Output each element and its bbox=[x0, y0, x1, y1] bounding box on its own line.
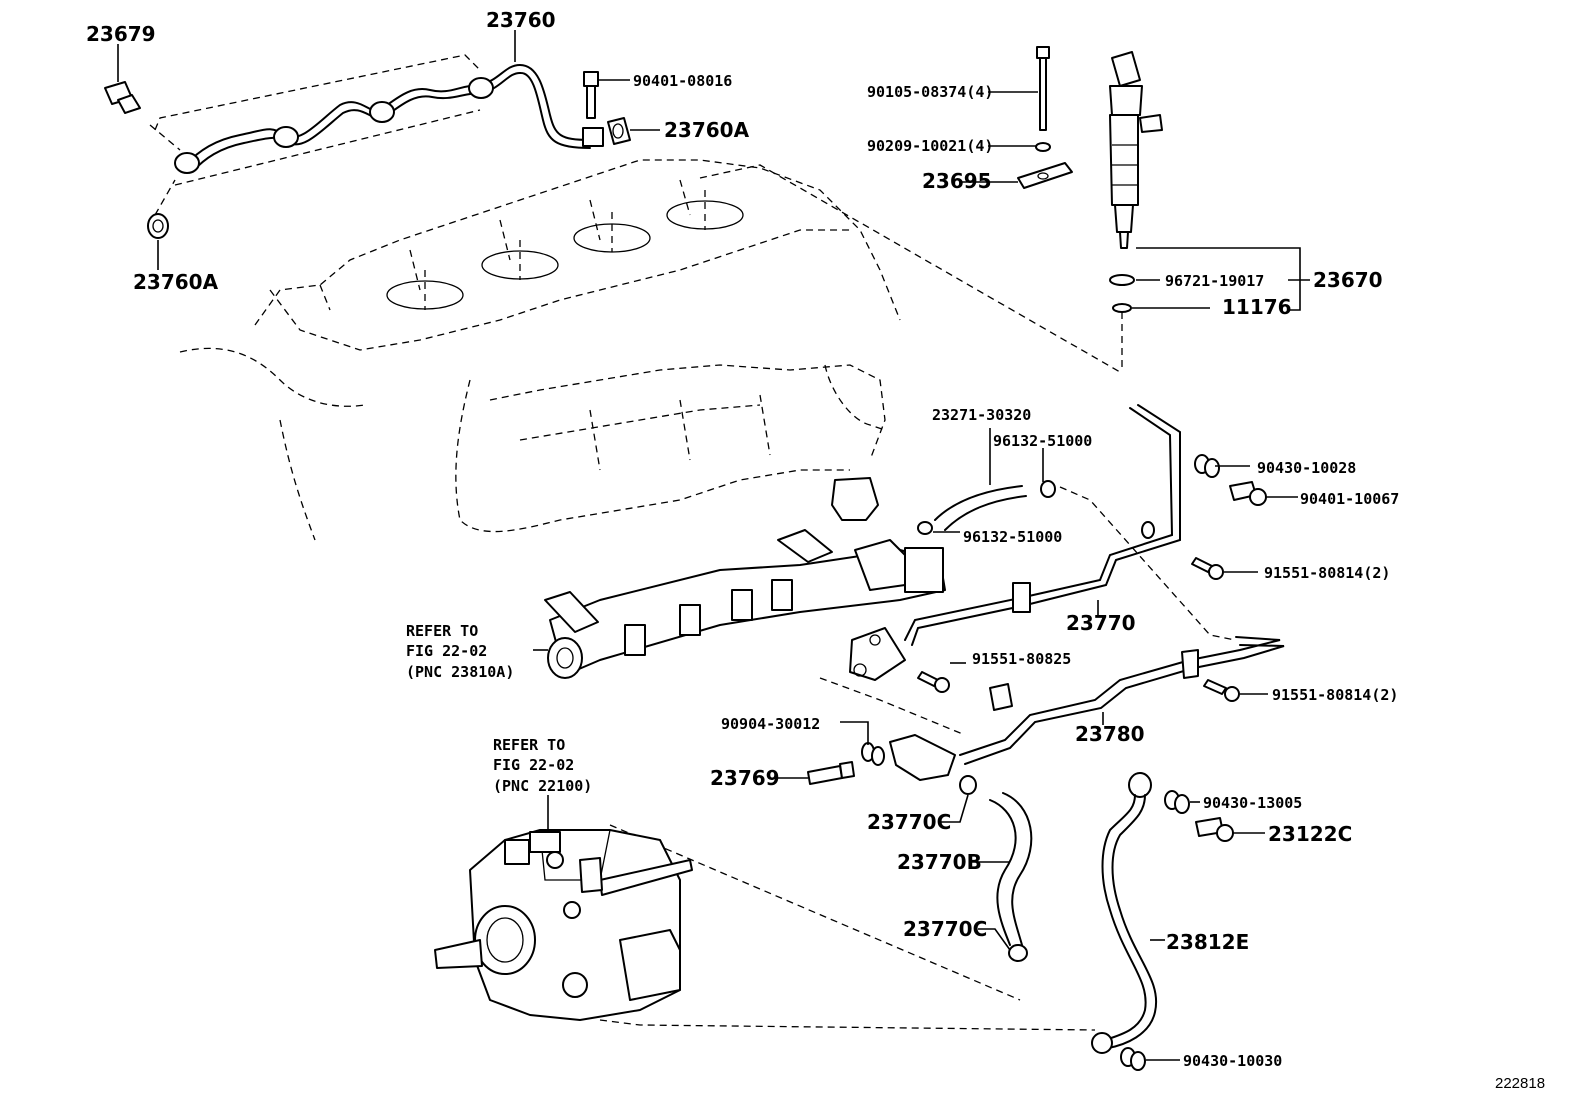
part-labels: 23679 23760 90401-08016 23760A 23760A 90… bbox=[86, 8, 1399, 1070]
clamp-23695 bbox=[1017, 162, 1073, 189]
label-90209-10021: 90209-10021(4) bbox=[867, 137, 993, 155]
label-90430-10030: 90430-10030 bbox=[1183, 1052, 1282, 1070]
label-11176: 11176 bbox=[1222, 295, 1292, 319]
gasket-90430-10028 bbox=[1194, 454, 1220, 478]
label-23769: 23769 bbox=[710, 766, 780, 790]
label-90401-08016: 90401-08016 bbox=[633, 72, 732, 90]
clamp-23760A-top bbox=[607, 117, 631, 145]
gasket-90430-13005 bbox=[1164, 790, 1190, 814]
bolt-91551-80814-b bbox=[1203, 679, 1240, 702]
union-23769 bbox=[807, 761, 855, 785]
bolt-90401-08016 bbox=[583, 71, 599, 119]
common-rail bbox=[544, 529, 946, 679]
clamp-23760A-left bbox=[147, 213, 169, 239]
washer-90209-10021 bbox=[1035, 142, 1051, 152]
label-23760A-left: 23760A bbox=[133, 270, 219, 294]
label-90430-13005: 90430-13005 bbox=[1203, 794, 1302, 812]
label-23770C-bottom: 23770C bbox=[903, 917, 987, 941]
label-23770: 23770 bbox=[1066, 611, 1136, 635]
label-90430-10028: 90430-10028 bbox=[1257, 459, 1356, 477]
leader-lines bbox=[117, 30, 1310, 1061]
injector-23670 bbox=[1109, 51, 1163, 249]
reference-note-rail: REFER TO FIG 22-02 (PNC 23810A) bbox=[406, 622, 514, 681]
label-23271-30320: 23271-30320 bbox=[932, 406, 1031, 424]
injection-pipe-23760 bbox=[174, 63, 604, 174]
label-96132-51000-a: 96132-51000 bbox=[993, 432, 1092, 450]
reference-note-pump: REFER TO FIG 22-02 (PNC 22100) bbox=[493, 736, 592, 795]
fuel-pipe-23812E bbox=[1091, 772, 1158, 1054]
label-91551-80825: 91551-80825 bbox=[972, 650, 1071, 668]
label-23760A-top: 23760A bbox=[664, 118, 750, 142]
label-23770B: 23770B bbox=[897, 850, 982, 874]
bolt-91551-80814-a bbox=[1191, 557, 1224, 580]
gasket-90904-30012 bbox=[861, 742, 885, 766]
fuel-pipe-23770 bbox=[849, 404, 1181, 681]
label-96721-19017: 96721-19017 bbox=[1165, 272, 1264, 290]
rail-ref-line-2: FIG 22-02 bbox=[406, 642, 487, 660]
clip-23770C-bottom bbox=[1008, 944, 1028, 962]
label-96132-51000-b: 96132-51000 bbox=[963, 528, 1062, 546]
label-23695: 23695 bbox=[922, 169, 992, 193]
seal-11176 bbox=[1112, 303, 1132, 313]
diagram-id: 222818 bbox=[1495, 1075, 1545, 1092]
union-bolt-90401-10067 bbox=[1229, 481, 1267, 506]
label-23780: 23780 bbox=[1075, 722, 1145, 746]
bolt-90105-08374 bbox=[1036, 46, 1050, 131]
hose-23770B bbox=[989, 792, 1033, 946]
hose-23271-30320 bbox=[917, 480, 1056, 535]
label-23679: 23679 bbox=[86, 22, 156, 46]
supply-pump bbox=[434, 829, 693, 1021]
union-bolt-23122C bbox=[1195, 817, 1234, 842]
clip-23770C-top bbox=[959, 775, 977, 795]
pump-ref-line-1: REFER TO bbox=[493, 736, 565, 754]
return-pipe-23780 bbox=[889, 636, 1285, 781]
pump-ref-line-2: FIG 22-02 bbox=[493, 756, 574, 774]
label-23760: 23760 bbox=[486, 8, 556, 32]
gasket-90430-10030 bbox=[1120, 1047, 1146, 1071]
label-90105-08374: 90105-08374(4) bbox=[867, 83, 993, 101]
label-23770C-top: 23770C bbox=[867, 810, 951, 834]
label-91551-80814-a: 91551-80814(2) bbox=[1264, 564, 1390, 582]
engine-block-outline bbox=[179, 159, 901, 541]
label-23670: 23670 bbox=[1313, 268, 1383, 292]
label-23812E: 23812E bbox=[1166, 930, 1249, 954]
label-90401-10067: 90401-10067 bbox=[1300, 490, 1399, 508]
label-23122C: 23122C bbox=[1268, 822, 1352, 846]
assembly-guide-lines bbox=[149, 54, 1236, 1031]
label-90904-30012: 90904-30012 bbox=[721, 715, 820, 733]
pump-ref-line-3: (PNC 22100) bbox=[493, 777, 592, 795]
bolt-91551-80825 bbox=[917, 671, 950, 693]
plug-23679 bbox=[104, 81, 141, 114]
rail-ref-line-3: (PNC 23810A) bbox=[406, 663, 514, 681]
rail-ref-line-1: REFER TO bbox=[406, 622, 478, 640]
label-91551-80814-b: 91551-80814(2) bbox=[1272, 686, 1398, 704]
gasket-96721-19017 bbox=[1109, 274, 1135, 286]
